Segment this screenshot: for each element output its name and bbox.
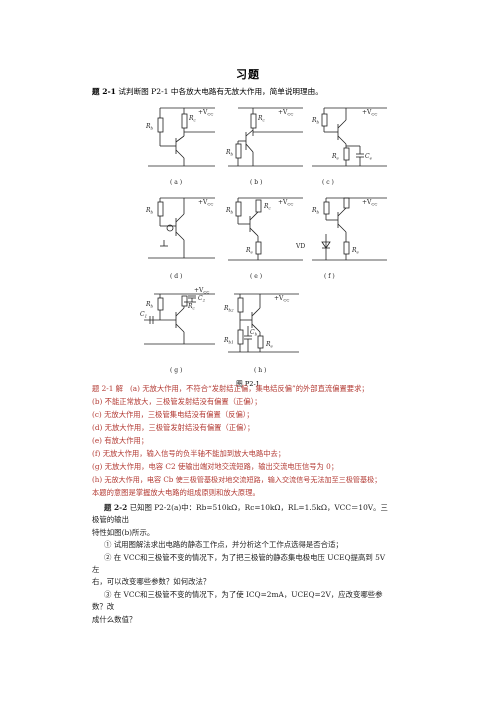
q2-line1: 题 2-2 已知图 P2-2(a)中：Rb=510kΩ，Rc=10kΩ，RL=1…	[92, 503, 388, 525]
label-c2: C2	[198, 295, 206, 303]
label-re: Re	[331, 153, 340, 161]
label-rb: Rb	[311, 117, 320, 125]
q2-line2: 特性如图(b)所示。	[92, 527, 155, 537]
question-2-2: 题 2-2 已知图 P2-2(a)中：Rb=510kΩ，Rc=10kΩ，RL=1…	[92, 502, 392, 626]
label-re: Re	[351, 247, 360, 255]
figure-caption: 图 P2-1	[236, 380, 260, 388]
label-rc: Rc	[257, 115, 266, 123]
answer-e: (e) 有放大作用；	[92, 436, 149, 445]
label-vcc: +VCC	[198, 109, 214, 117]
label-rc: Rc	[187, 303, 196, 311]
label-rb: Rb	[145, 123, 154, 131]
answer-a: (a) 无放大作用，不符合“发射结正偏，集电结反偏”的外部直流偏置要求；	[129, 384, 369, 393]
subfig-c-caption: ( c )	[322, 179, 334, 186]
label-rb: Rb	[145, 301, 154, 309]
q2-item2b: 右，可以改变哪些参数？如何改法？	[92, 577, 211, 587]
label-rb2: Rb2	[223, 305, 234, 313]
circuit-f: Rb Re VD +VCC ( f )	[295, 197, 387, 280]
circuit-d: Rb +VCC ( d )	[145, 197, 215, 280]
label-vcc: +VCC	[194, 287, 210, 295]
label-rc: Rc	[188, 115, 197, 123]
page-title: 习题	[236, 68, 260, 81]
q2-item1: ① 试用图解法求出电路的静态工作点，并分析这个工作点选得是否合适；	[104, 540, 343, 550]
label-vcc: +VCC	[198, 199, 214, 207]
circuit-figure: Rb Rc +VCC ( a ) Rc Rb +VCC ( b )	[140, 107, 387, 374]
subfig-h-caption: ( h )	[254, 367, 266, 374]
subfig-b-caption: ( b )	[250, 179, 262, 186]
circuit-e: Rb Rc Re +VCC ( e )	[225, 197, 303, 280]
circuit-b: Rc Rb +VCC ( b )	[225, 107, 303, 186]
answer-note: 本题的意图是掌握放大电路的组成原则和放大原理。	[92, 488, 260, 497]
circuit-g: Rb Rc C1 C2 +VCC ( g )	[140, 287, 215, 374]
subfig-f-caption: ( f )	[324, 273, 335, 280]
label-rc: Rc	[263, 203, 272, 211]
label-rb1: Rb1	[223, 337, 234, 345]
label-vcc: +VCC	[362, 109, 378, 117]
label-rb: Rb	[145, 207, 154, 215]
label-vcc: +VCC	[362, 199, 378, 207]
circuit-c: Rb Re Ce +VCC ( c )	[311, 107, 387, 186]
label-cb: Cb	[250, 329, 258, 337]
question-text: 试判断图 P2-1 中各放大电路有无放大作用，简单说明理由。	[118, 87, 323, 96]
answer-f: (f) 无放大作用，输入信号的负半轴不能加到放大电路中去；	[92, 449, 286, 458]
q2-item3b: 成什么数值？	[92, 614, 137, 624]
circuit-h: Rb2 Rb1 Cb Re +VCC ( h )	[223, 293, 299, 374]
label-ce: Ce	[365, 153, 373, 161]
answer-b: (b) 不能正常放大，三极管发射结没有偏置（正偏）；	[92, 397, 262, 406]
subfig-a-caption: ( a )	[170, 179, 182, 186]
label-vd: VD	[295, 243, 305, 250]
label-vcc: +VCC	[278, 109, 294, 117]
circuit-a: Rb Rc +VCC ( a )	[145, 107, 215, 186]
label-c1: C1	[140, 311, 147, 319]
label-rb: Rb	[311, 207, 320, 215]
subfig-g-caption: ( g )	[170, 367, 182, 374]
answer-g: (g) 无放大作用，电容 C2 使输出端对地交流短路，输出交流电压信号为 0；	[92, 462, 339, 471]
q2-item2a: ② 在 VCC和三极管不变的情况下，为了把三极管的静态集电极电压 UCEQ提高到…	[92, 552, 386, 575]
label-rb: Rb	[225, 149, 234, 157]
question-2-1: 题 2-1 试判断图 P2-1 中各放大电路有无放大作用，简单说明理由。	[92, 86, 323, 97]
answer-d: (d) 无放大作用，三极管发射结没有偏置（正偏）；	[92, 423, 255, 432]
answer-header: 题 2-1 解 (a) 无放大作用，不符合“发射结正偏，集电结反偏”的外部直流偏…	[92, 384, 369, 393]
q2-item3a: ③ 在 VCC和三极管不变的情况下，为了使 ICQ=2mA，UCEQ=2V，应改…	[92, 589, 383, 612]
label-vcc: +VCC	[274, 295, 290, 303]
answer-c: (c) 无放大作用，三极管集电结没有偏置（反偏）；	[92, 410, 254, 419]
label-re: Re	[245, 247, 254, 255]
subfig-e-caption: ( e )	[250, 273, 262, 280]
question-number: 题 2-1	[92, 87, 116, 96]
answer-h: (h) 无放大作用，电容 Cb 使三极管基极对地交流短路，输入交流信号无法加至三…	[92, 475, 382, 484]
label-vcc: +VCC	[278, 199, 294, 207]
label-re: Re	[265, 341, 274, 349]
label-rb: Rb	[225, 207, 234, 215]
subfig-d-caption: ( d )	[170, 273, 182, 280]
